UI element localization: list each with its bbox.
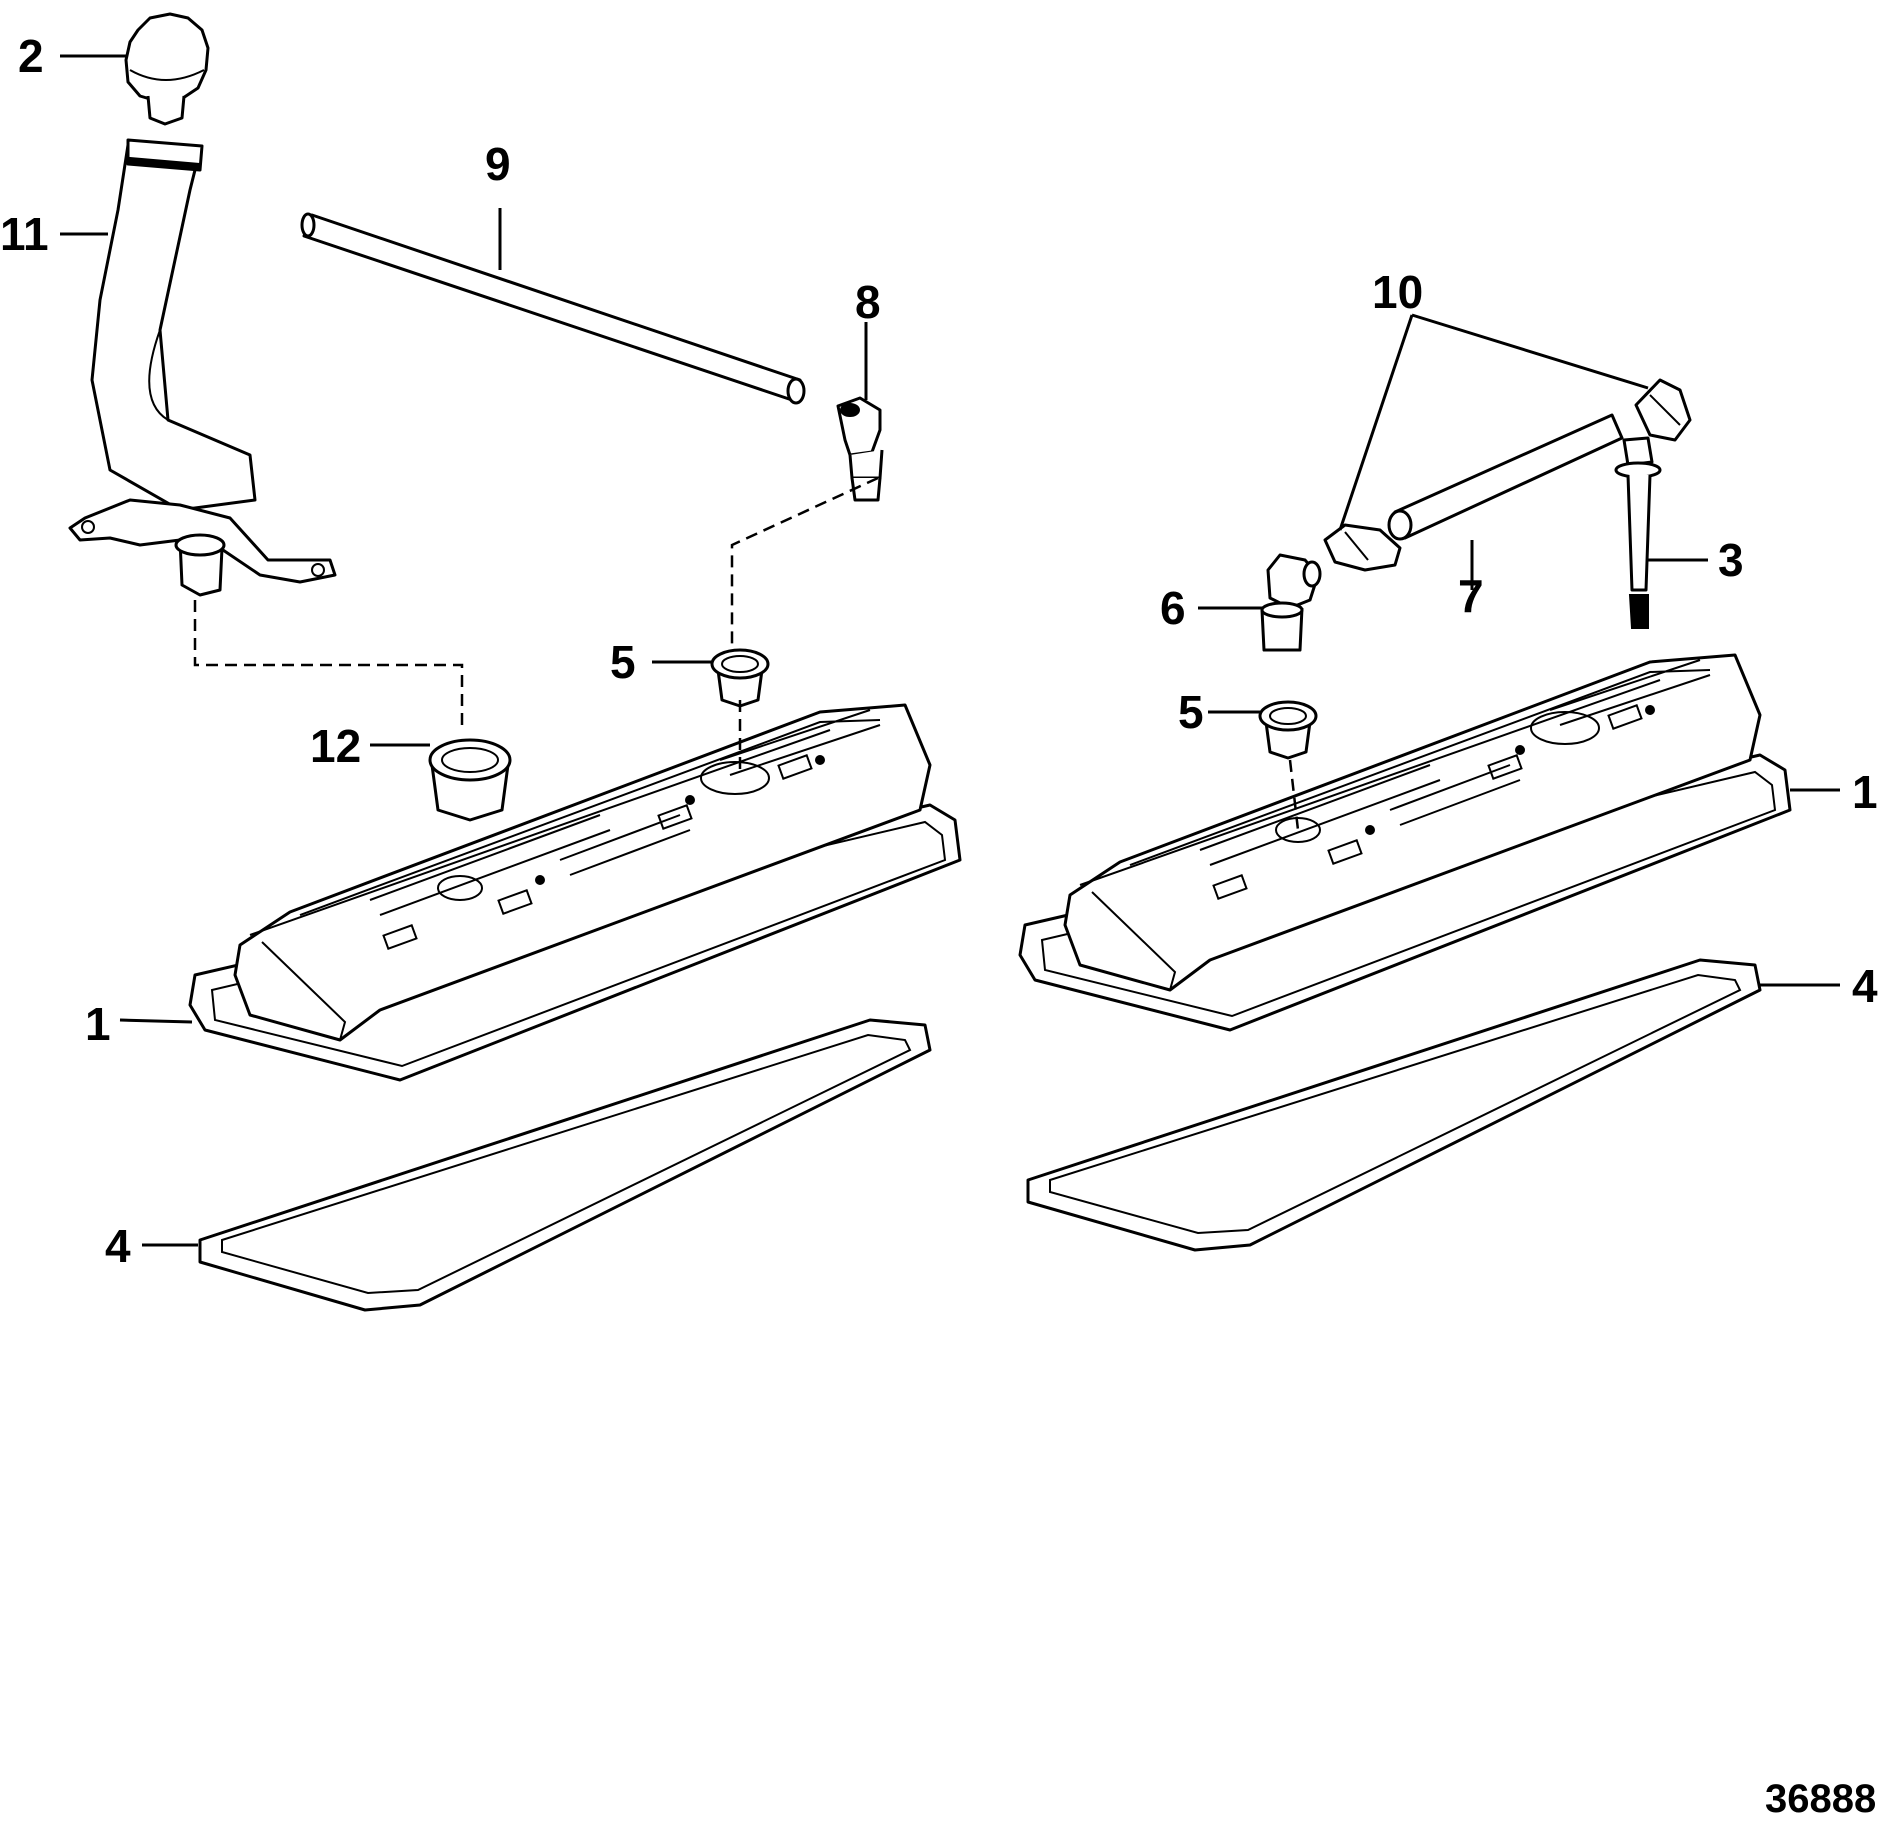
gasket-right [1026,958,1762,1252]
valve-cover-right [1018,653,1792,1032]
callout-labels: 2 11 9 8 10 7 3 6 5 5 12 1 1 4 4 36888 [0,30,1878,1821]
breather-hose-short [1387,413,1624,541]
callout-9: 9 [485,138,511,190]
callout-3: 3 [1718,534,1744,586]
valve-cover-left [188,703,962,1082]
grommet-left [710,648,770,708]
callout-1-left: 1 [85,998,111,1050]
callout-8: 8 [855,276,881,328]
assembly-lines [193,476,1300,831]
oil-fill-tube [68,138,337,597]
callout-4-right: 4 [1852,960,1878,1012]
leader-lines [60,54,1840,1247]
pcv-valve-elbow [836,396,884,502]
elbow-fitting [1260,553,1322,652]
callout-1-right: 1 [1852,766,1878,818]
callout-4-left: 4 [105,1220,131,1272]
callout-11: 11 [0,208,49,260]
oil-fill-grommet [428,738,512,822]
callout-10: 10 [1372,266,1423,318]
callout-2: 2 [18,30,44,82]
callout-7: 7 [1458,570,1484,622]
callout-12: 12 [310,720,361,772]
bolt [1614,436,1662,629]
gasket-left [198,1018,932,1312]
figure-number: 36888 [1765,1777,1876,1821]
hose-clamp-right [1634,378,1692,442]
hose-clamp-left [1323,523,1402,572]
grommet-right [1258,700,1318,760]
callout-5-right: 5 [1178,686,1204,738]
oil-fill-cap [124,12,210,126]
callout-6: 6 [1160,582,1186,634]
callout-5-left: 5 [610,636,636,688]
breather-hose-long [300,212,806,405]
